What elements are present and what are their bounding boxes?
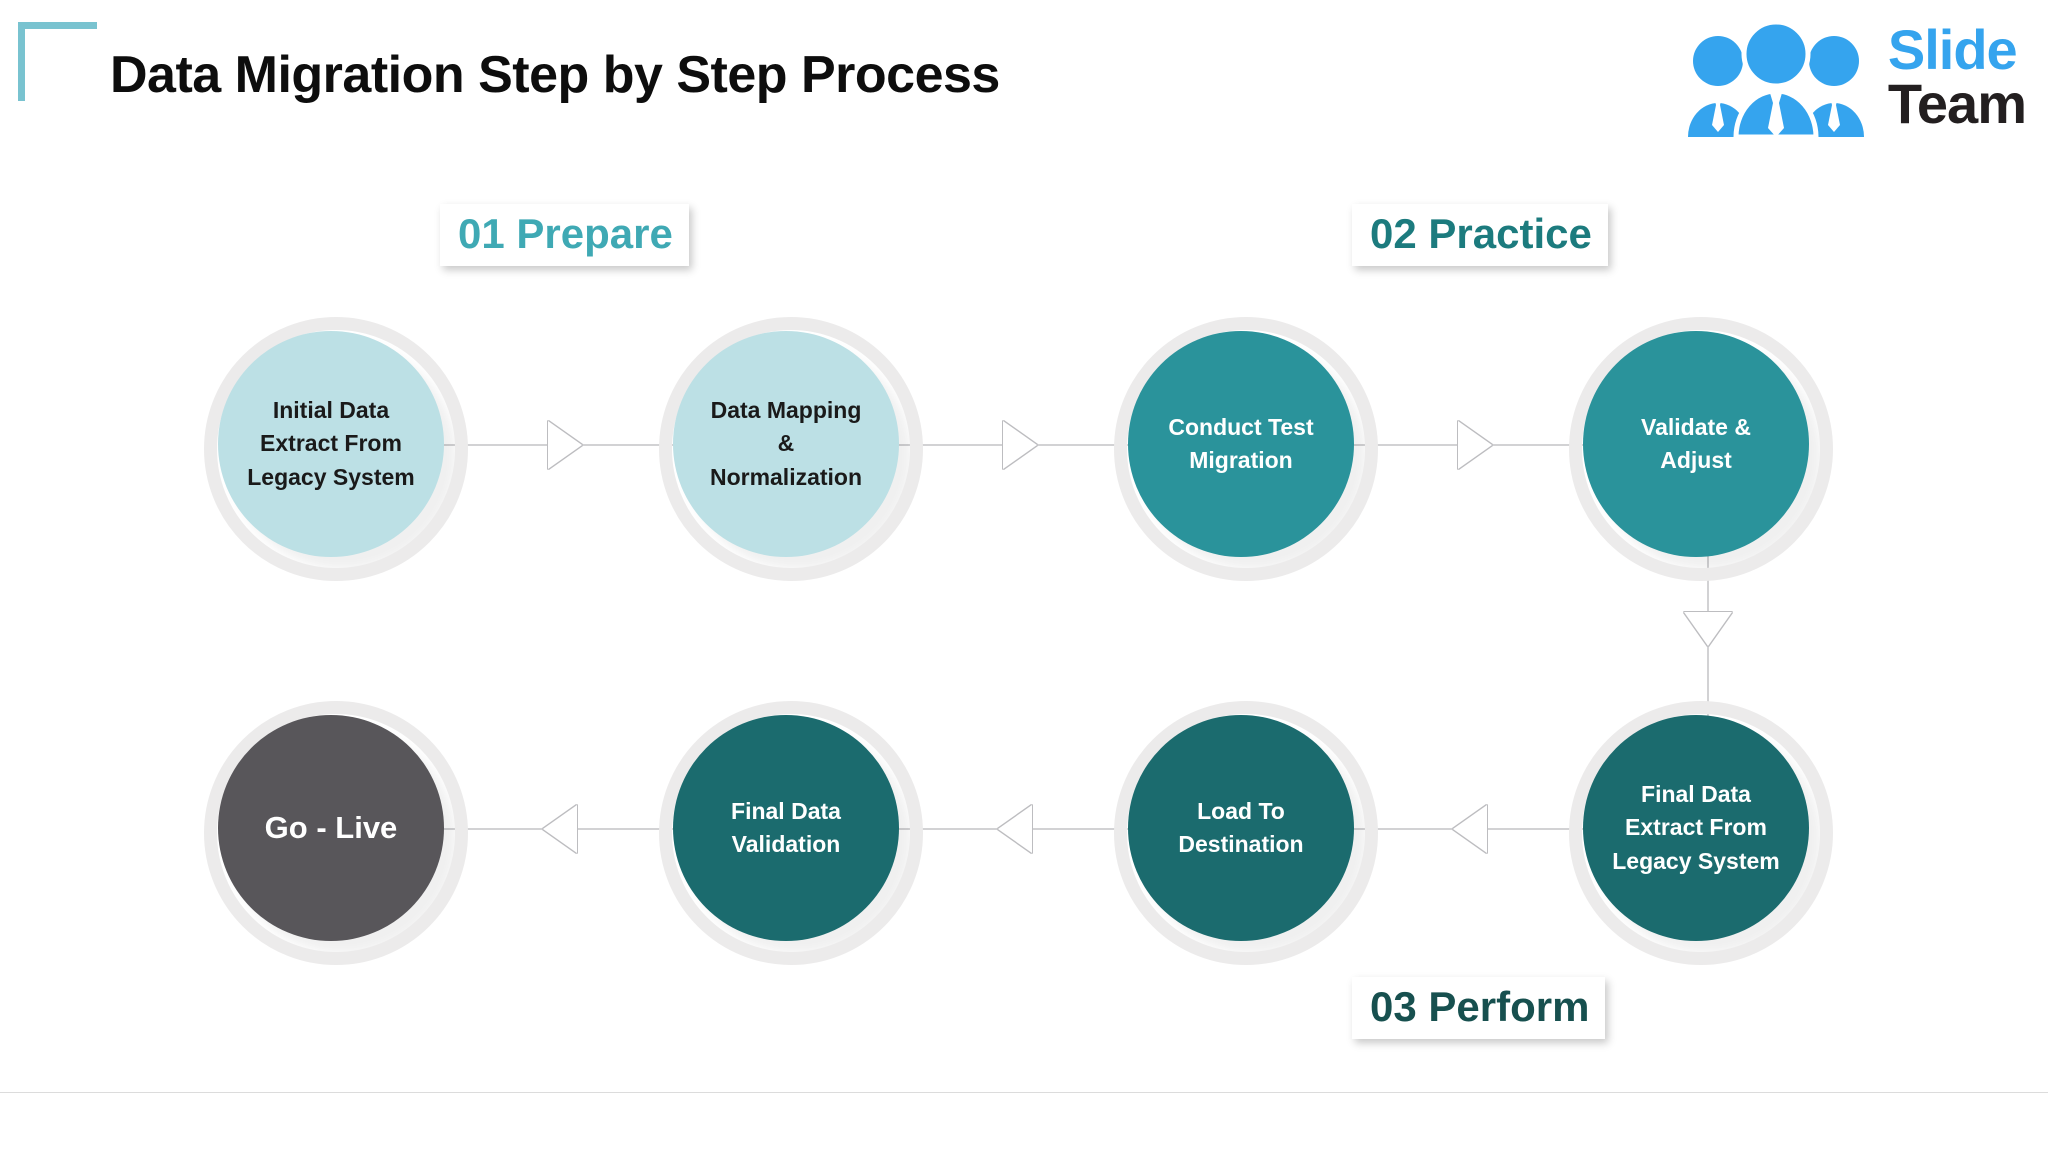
node-label: Go - Live	[264, 809, 398, 845]
node-label: Conduct Test Migration	[1168, 413, 1314, 473]
process-node-1[interactable]: Initial Data Extract From Legacy System	[204, 317, 468, 581]
node-disc: Validate & Adjust	[1583, 331, 1809, 557]
three-people-icon	[1687, 21, 1864, 137]
node-disc: Conduct Test Migration	[1128, 331, 1354, 557]
node-label: Validate & Adjust	[1641, 413, 1751, 473]
node-label: Load To Destination	[1178, 797, 1304, 857]
node-disc: Initial Data Extract From Legacy System	[218, 331, 444, 557]
node-disc: Final Data Extract From Legacy System	[1583, 715, 1809, 941]
node-label: Data Mapping & Normalization	[709, 396, 863, 490]
node-disc: Data Mapping & Normalization	[673, 331, 899, 557]
arrow-right-icon-2	[1003, 421, 1037, 469]
process-node-7[interactable]: Final Data Validation	[659, 701, 923, 965]
footer-divider	[0, 1092, 2048, 1093]
phase-label-practice: 02 Practice	[1352, 204, 1608, 267]
arrow-left-icon-2	[998, 805, 1032, 853]
process-node-2[interactable]: Data Mapping & Normalization	[659, 317, 923, 581]
arrow-down-icon	[1684, 612, 1732, 646]
connector-4-5	[1707, 552, 1709, 742]
logo-word-slide: Slide	[1887, 18, 2018, 82]
phase-label-prepare: 01 Prepare	[440, 204, 689, 267]
process-node-6[interactable]: Load To Destination	[1114, 701, 1378, 965]
process-node-8[interactable]: Go - Live	[204, 701, 468, 965]
node-disc: Load To Destination	[1128, 715, 1354, 941]
logo-word-team: Team	[1887, 72, 2027, 135]
logo-wordmark: Slide Team	[1887, 18, 2027, 135]
arrow-right-icon-1	[548, 421, 582, 469]
arrow-left-icon-3	[543, 805, 577, 853]
slideteam-logo: Slide Team	[1678, 18, 2027, 140]
node-label: Initial Data Extract From Legacy System	[247, 396, 415, 490]
phase-label-perform: 03 Perform	[1352, 977, 1606, 1040]
page-title: Data Migration Step by Step Process	[110, 46, 1000, 104]
process-node-4[interactable]: Validate & Adjust	[1569, 317, 1833, 581]
node-disc: Go - Live	[218, 715, 444, 941]
arrow-left-icon-1	[1453, 805, 1487, 853]
arrow-right-icon-3	[1458, 421, 1492, 469]
process-node-3[interactable]: Conduct Test Migration	[1114, 317, 1378, 581]
process-node-5[interactable]: Final Data Extract From Legacy System	[1569, 701, 1833, 965]
node-label: Final Data Extract From Legacy System	[1612, 780, 1780, 874]
node-disc: Final Data Validation	[673, 715, 899, 941]
node-label: Final Data Validation	[731, 797, 841, 857]
corner-accent-bracket	[18, 22, 97, 101]
